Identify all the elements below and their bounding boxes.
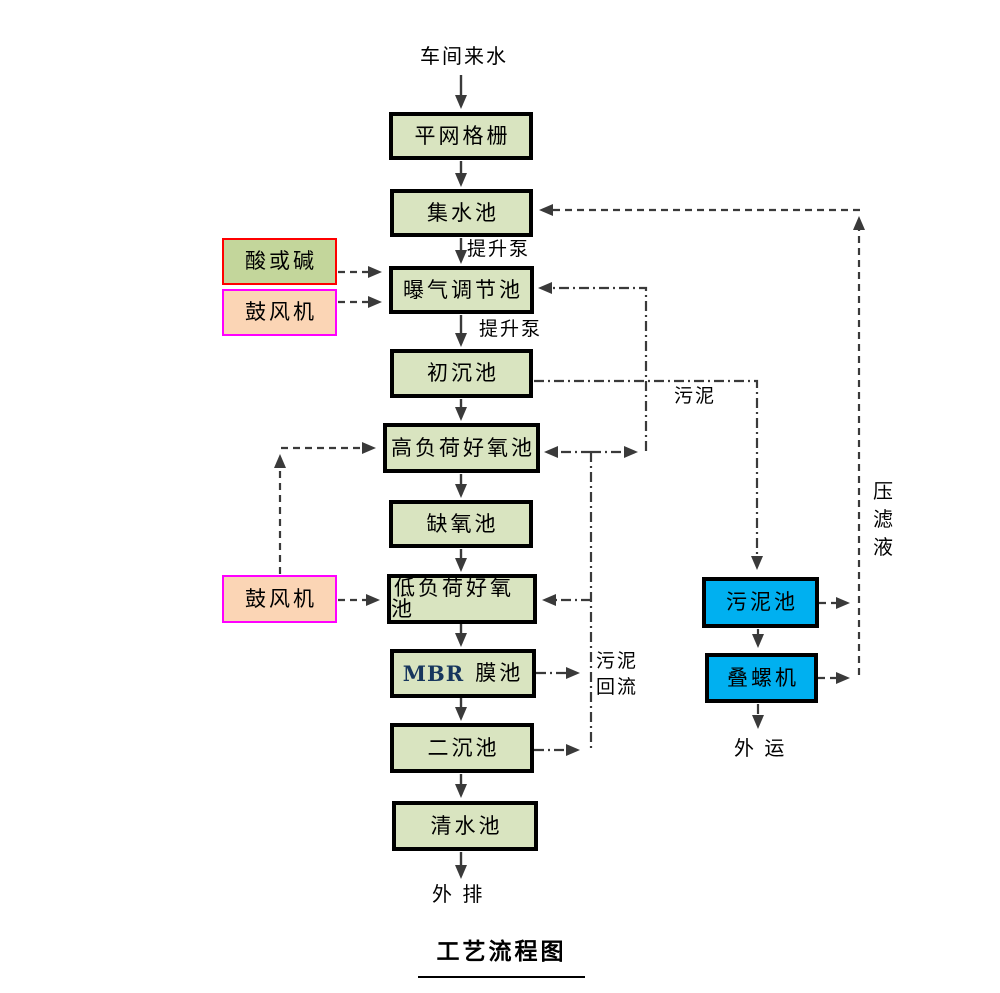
- sludge-return-to-aeration: [538, 282, 648, 451]
- node-clear-water-tank: 清水池: [392, 801, 538, 851]
- label-lift-pump-lower: 提升泵: [479, 318, 543, 340]
- node-anoxic-tank: 缺氧池: [389, 500, 533, 548]
- node-screw-press: 叠螺机: [705, 653, 818, 703]
- label-inlet: 车间来水: [420, 44, 508, 68]
- node-flat-screen: 平网格栅: [389, 112, 533, 160]
- label-sludge: 污泥: [674, 385, 717, 407]
- node-collection-tank: 集水池: [390, 189, 533, 237]
- label-sludge-return-2: 回流: [596, 676, 639, 698]
- diagram-title: 工艺流程图: [418, 932, 585, 978]
- label-filtrate-char2: 滤: [873, 507, 893, 531]
- label-filtrate-char1: 压: [873, 479, 893, 503]
- label-filtrate: 压 滤 液: [873, 481, 893, 557]
- node-low-load-aerobic-tank: 低负荷好氧池: [387, 574, 537, 624]
- node-blower-lower: 鼓风机: [222, 575, 337, 623]
- mbr-label-cn: 膜池: [475, 661, 524, 685]
- node-secondary-sedimentation-tank: 二沉池: [390, 723, 534, 773]
- node-blower-upper: 鼓风机: [222, 289, 337, 336]
- label-filtrate-char3: 液: [873, 535, 893, 559]
- node-sludge-tank: 污泥池: [702, 577, 819, 628]
- label-outlet: 外 排: [432, 882, 485, 906]
- label-sludge-return-1: 污泥: [596, 650, 639, 672]
- node-mbr-membrane-tank: MBR 膜池: [390, 649, 536, 698]
- node-aeration-regulating-tank: 曝气调节池: [389, 266, 534, 314]
- node-primary-sedimentation-tank: 初沉池: [390, 349, 533, 398]
- node-acid-or-alkali: 酸或碱: [222, 238, 337, 285]
- label-haul-away: 外 运: [734, 736, 787, 760]
- label-lift-pump-upper: 提升泵: [467, 238, 531, 260]
- mbr-label-en: MBR: [402, 661, 465, 686]
- sludge-line-primary-to-sludgetank: [534, 379, 763, 570]
- node-high-load-aerobic-tank: 高负荷好氧池: [383, 423, 540, 473]
